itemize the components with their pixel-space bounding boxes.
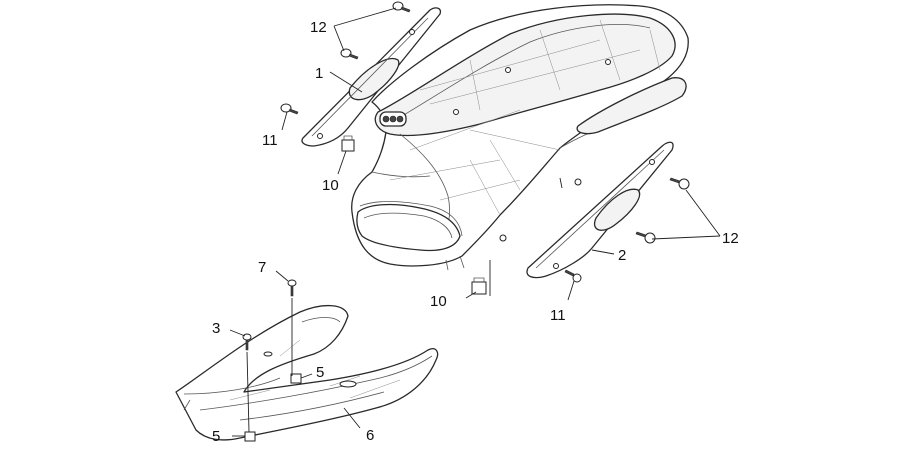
right-side-panel xyxy=(526,141,674,279)
rear-body-cover xyxy=(351,4,689,271)
screw-12-mid xyxy=(340,48,359,60)
leader-lines xyxy=(229,7,721,437)
clip-nut-10-left xyxy=(341,135,355,152)
screw-12-right-top xyxy=(669,177,690,190)
screw-3 xyxy=(242,333,252,351)
callout-labels: 12 1 11 10 2 12 10 11 7 3 5 5 6 xyxy=(212,19,739,445)
screw-12-right-bottom xyxy=(635,231,656,244)
clip-nut-5-upper xyxy=(290,373,302,384)
callout-5-lower: 5 xyxy=(212,428,220,445)
screw-12-top xyxy=(392,1,411,13)
screw-11-right xyxy=(564,269,582,283)
left-side-panel xyxy=(301,7,442,147)
callout-11-left: 11 xyxy=(262,132,278,149)
callout-12-right: 12 xyxy=(722,230,739,247)
callout-2: 2 xyxy=(618,247,626,264)
clip-nut-10-right xyxy=(471,277,487,295)
callout-10-right: 10 xyxy=(430,293,447,310)
callout-3: 3 xyxy=(212,320,220,337)
callout-12-upper: 12 xyxy=(310,19,327,36)
callout-11-right: 11 xyxy=(550,307,566,324)
callout-1: 1 xyxy=(315,65,323,82)
callout-6: 6 xyxy=(366,427,374,444)
callout-7: 7 xyxy=(258,259,266,276)
clip-nut-5-lower xyxy=(244,431,256,442)
callout-10-left: 10 xyxy=(322,177,339,194)
screw-7 xyxy=(287,279,297,297)
callout-5-upper: 5 xyxy=(316,364,324,381)
screw-11-left xyxy=(280,103,299,115)
lower-floor-panel xyxy=(175,305,439,441)
